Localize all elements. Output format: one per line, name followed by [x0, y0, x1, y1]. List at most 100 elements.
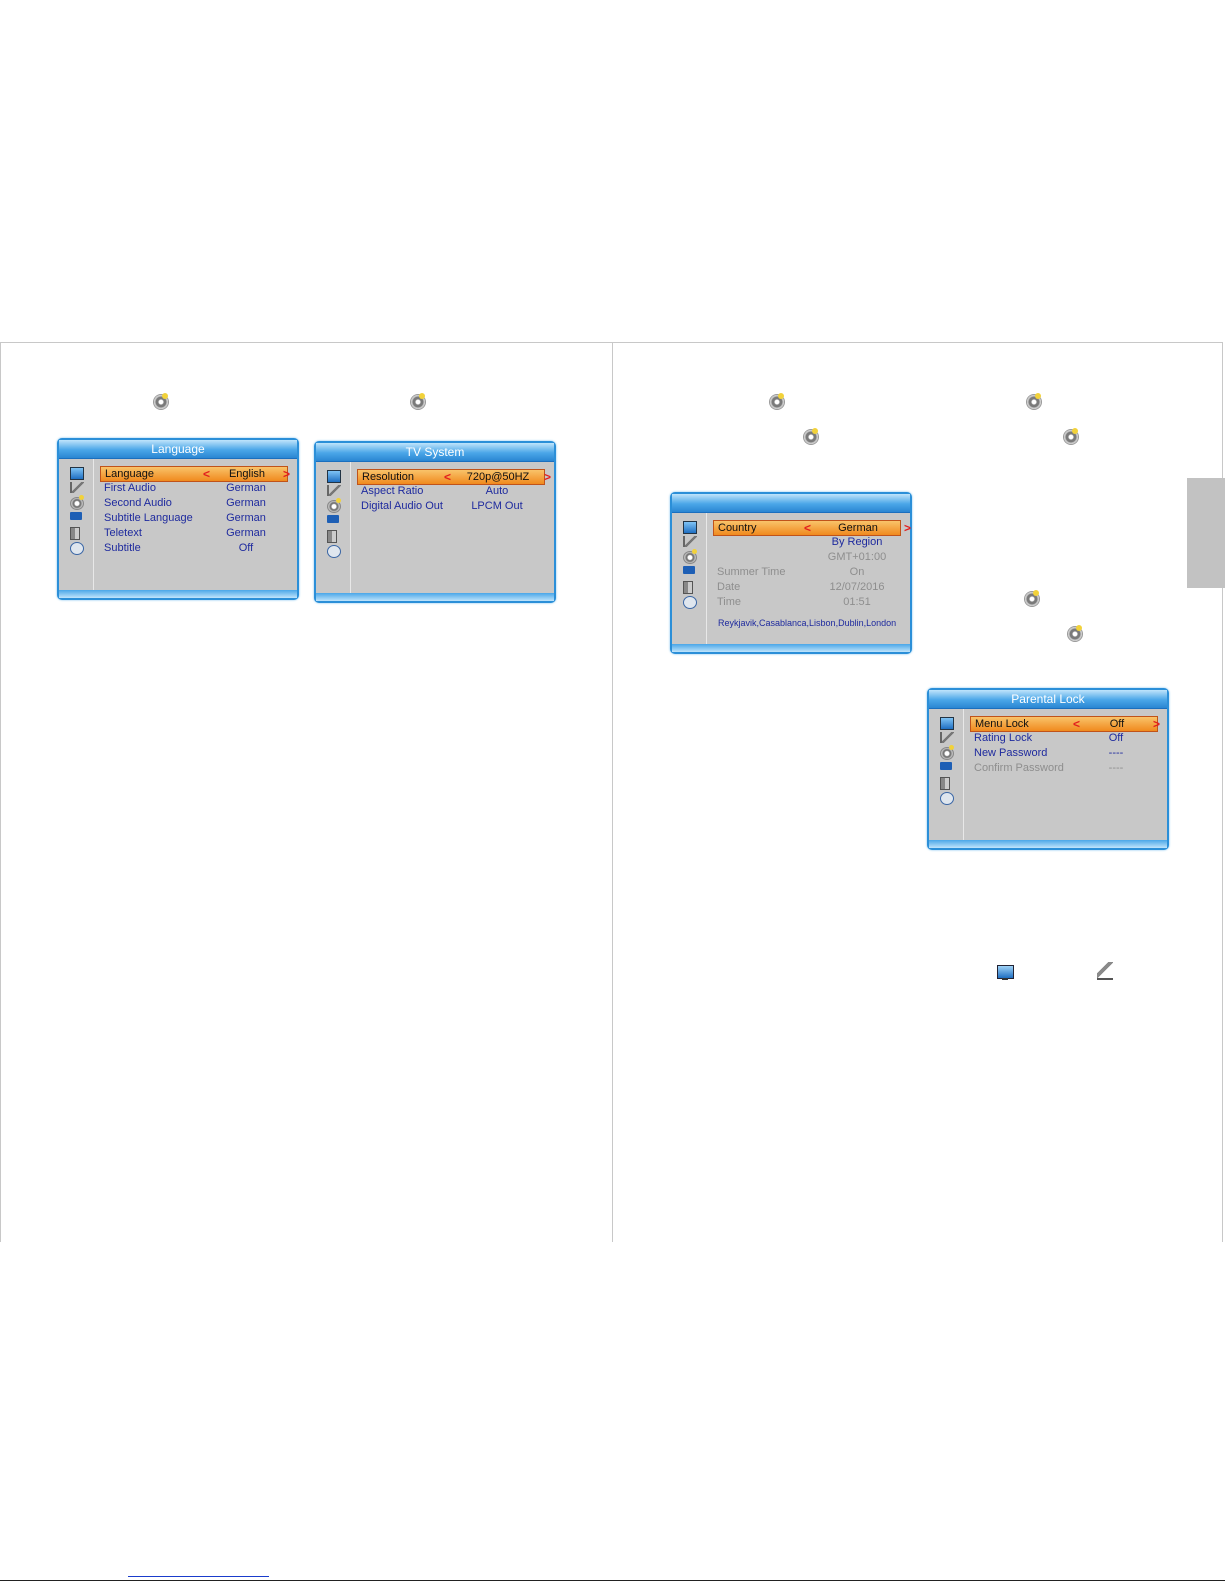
- panel-footer: [672, 644, 910, 652]
- menu-sidebar: [672, 513, 707, 644]
- usb-icon[interactable]: [683, 581, 693, 594]
- media-icon[interactable]: [940, 792, 954, 805]
- menu-row[interactable]: Confirm Password ----: [970, 761, 1156, 775]
- usb-icon[interactable]: [327, 530, 337, 543]
- menu-row-label: New Password: [974, 747, 1048, 759]
- folder-icon[interactable]: [70, 512, 82, 520]
- panel-footer: [59, 590, 297, 598]
- menu-row[interactable]: Time 01:51: [713, 595, 899, 609]
- menu-sidebar: [59, 459, 94, 590]
- dish-icon[interactable]: [940, 732, 954, 743]
- menu-row-label: Time: [717, 596, 742, 608]
- menu-row-label: Confirm Password: [974, 762, 1064, 774]
- menu-row-value: Off: [238, 542, 254, 554]
- dish-icon[interactable]: [327, 485, 341, 496]
- panel-footer: [929, 840, 1167, 848]
- menu-row[interactable]: New Password ----: [970, 746, 1156, 760]
- arrow-left-icon[interactable]: <: [444, 470, 452, 484]
- media-icon[interactable]: [327, 545, 341, 558]
- dish-icon[interactable]: [683, 536, 697, 547]
- setup-gear-icon[interactable]: [683, 549, 697, 564]
- setup-gear-icon: [770, 393, 784, 409]
- tv-icon[interactable]: [327, 470, 341, 483]
- panel-title: Language: [59, 440, 297, 459]
- menu-row-label: Resolution: [362, 471, 414, 483]
- page-frame: [0, 342, 1223, 1243]
- menu-row[interactable]: First Audio German: [100, 481, 286, 495]
- menu-row-value: German: [226, 512, 266, 524]
- menu-sidebar: [929, 709, 964, 840]
- menu-row[interactable]: Aspect Ratio Auto: [357, 484, 543, 498]
- setup-gear-icon: [154, 393, 168, 409]
- setup-gear-icon: [1064, 428, 1078, 444]
- menu-row-label: First Audio: [104, 482, 156, 494]
- menu-row-label: Aspect Ratio: [361, 485, 424, 497]
- setup-gear-icon[interactable]: [940, 745, 954, 760]
- dish-icon[interactable]: [70, 482, 84, 493]
- menu-row-value: Off: [1108, 732, 1124, 744]
- panel-title: Parental Lock: [929, 690, 1167, 709]
- usb-icon[interactable]: [70, 527, 80, 540]
- folder-icon[interactable]: [683, 566, 695, 574]
- page-divider: [612, 342, 613, 1242]
- folder-icon[interactable]: [940, 762, 952, 770]
- menu-row-label: Digital Audio Out: [361, 500, 443, 512]
- time-zone-text: Reykjavik,Casablanca,Lisbon,Dublin,Londo…: [718, 618, 897, 628]
- menu-row[interactable]: Subtitle Language German: [100, 511, 286, 525]
- tv-icon[interactable]: [940, 717, 954, 730]
- menu-row-label: Country: [718, 522, 757, 534]
- tv-icon[interactable]: [683, 521, 697, 534]
- side-tab: [1187, 478, 1225, 588]
- menu-row-value: German: [226, 527, 266, 539]
- bottom-link-underline: [128, 1576, 269, 1577]
- panel-title: [672, 494, 910, 513]
- media-icon[interactable]: [70, 542, 84, 555]
- menu-row-label: Subtitle Language: [104, 512, 193, 524]
- setup-gear-icon[interactable]: [327, 498, 341, 513]
- menu-row-value: On: [849, 566, 865, 578]
- tv-icon[interactable]: [70, 467, 84, 480]
- time-setting-menu-panel: Reykjavik,Casablanca,Lisbon,Dublin,Londo…: [670, 492, 912, 654]
- menu-row[interactable]: GMT+01:00: [713, 550, 899, 564]
- setup-gear-icon[interactable]: [70, 495, 84, 510]
- menu-row[interactable]: Rating Lock Off: [970, 731, 1156, 745]
- menu-row-label: Menu Lock: [975, 718, 1029, 730]
- setup-gear-icon: [411, 393, 425, 409]
- menu-row[interactable]: Menu Lock Off < >: [970, 716, 1161, 732]
- menu-sidebar: [316, 462, 351, 593]
- menu-row-value: Auto: [485, 485, 509, 497]
- menu-row-value: 01:51: [843, 596, 871, 608]
- menu-row-label: Second Audio: [104, 497, 172, 509]
- menu-row-value: ----: [1108, 747, 1124, 759]
- arrow-left-icon[interactable]: <: [804, 521, 812, 535]
- arrow-right-icon[interactable]: >: [283, 467, 291, 481]
- menu-row-value: 12/07/2016: [829, 581, 885, 593]
- arrow-left-icon[interactable]: <: [1073, 717, 1081, 731]
- arrow-right-icon[interactable]: >: [904, 521, 912, 535]
- panel-title: TV System: [316, 443, 554, 462]
- menu-row-value: ----: [1108, 762, 1124, 774]
- menu-row-label: Rating Lock: [974, 732, 1033, 744]
- menu-row-value: German: [226, 482, 266, 494]
- folder-icon[interactable]: [327, 515, 339, 523]
- menu-row-value: Off: [1109, 718, 1125, 730]
- arrow-left-icon[interactable]: <: [203, 467, 211, 481]
- media-icon[interactable]: [683, 596, 697, 609]
- frame-left-border: [0, 342, 1, 1242]
- panel-footer: [316, 593, 554, 601]
- menu-row[interactable]: By Region: [713, 535, 899, 549]
- arrow-right-icon[interactable]: >: [1153, 717, 1161, 731]
- usb-icon[interactable]: [940, 777, 950, 790]
- arrow-right-icon[interactable]: >: [544, 470, 552, 484]
